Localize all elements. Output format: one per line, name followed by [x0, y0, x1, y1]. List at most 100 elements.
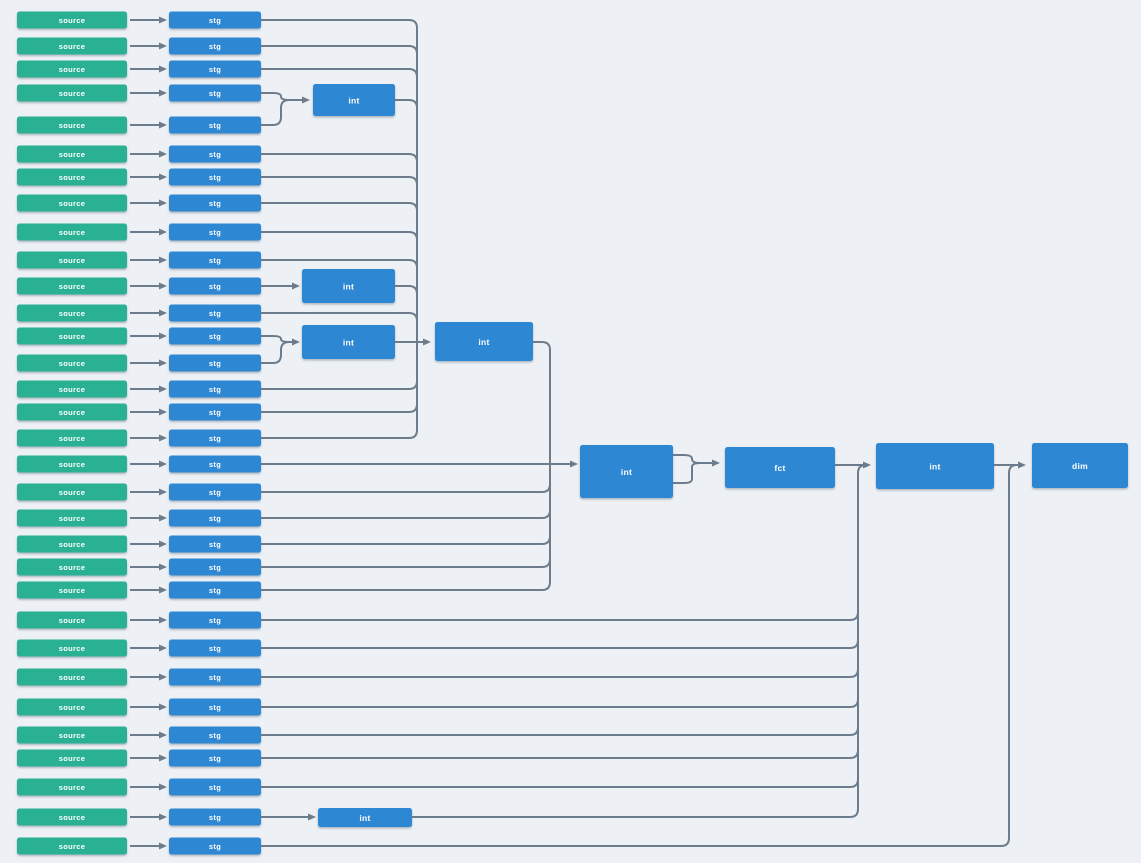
stg-node[interactable]: stg — [169, 304, 261, 322]
source-node[interactable]: source — [17, 778, 127, 796]
source-node[interactable]: source — [17, 535, 127, 553]
source-node[interactable]: source — [17, 11, 127, 29]
edge-stg-fork — [261, 92, 290, 101]
stg-node[interactable]: stg — [169, 611, 261, 629]
node-int1-label: int — [348, 96, 359, 106]
source-node[interactable]: source — [17, 403, 127, 421]
stg-node[interactable]: stg — [169, 698, 261, 716]
source-node[interactable]: source — [17, 380, 127, 398]
source-node[interactable]: source — [17, 60, 127, 78]
source-node[interactable]: source — [17, 483, 127, 501]
stg-node-label: stg — [209, 783, 221, 792]
stg-node[interactable]: stg — [169, 327, 261, 345]
source-node[interactable]: source — [17, 808, 127, 826]
stg-node[interactable]: stg — [169, 749, 261, 767]
stg-node[interactable]: stg — [169, 639, 261, 657]
edge-stg-bus — [261, 176, 418, 186]
stg-node[interactable]: stg — [169, 837, 261, 855]
stg-node[interactable]: stg — [169, 84, 261, 102]
stg-node[interactable]: stg — [169, 60, 261, 78]
source-node-label: source — [59, 434, 85, 443]
stg-node[interactable]: stg — [169, 380, 261, 398]
source-node[interactable]: source — [17, 749, 127, 767]
edge-stg-bus — [261, 509, 551, 519]
node-int4-label: int — [621, 467, 632, 477]
edge-bus-bus3 — [857, 464, 867, 809]
stg-node-label: stg — [209, 754, 221, 763]
source-node[interactable]: source — [17, 639, 127, 657]
stg-node[interactable]: stg — [169, 509, 261, 527]
stg-node[interactable]: stg — [169, 778, 261, 796]
stg-node[interactable]: stg — [169, 726, 261, 744]
source-node[interactable]: source — [17, 304, 127, 322]
stg-node[interactable]: stg — [169, 403, 261, 421]
source-node[interactable]: source — [17, 558, 127, 576]
edge-stg-bus — [261, 45, 418, 55]
node-int1[interactable]: int — [313, 84, 395, 116]
source-node[interactable]: source — [17, 581, 127, 599]
stg-node-label: stg — [209, 540, 221, 549]
source-node-label: source — [59, 616, 85, 625]
stg-node[interactable]: stg — [169, 223, 261, 241]
node-int3[interactable]: int — [302, 269, 395, 303]
stg-node[interactable]: stg — [169, 251, 261, 269]
stg-node[interactable]: stg — [169, 558, 261, 576]
node-int5[interactable]: int — [876, 443, 994, 489]
edge-int4-out-b — [673, 462, 701, 484]
node-dim[interactable]: dim — [1032, 443, 1128, 488]
source-node[interactable]: source — [17, 726, 127, 744]
stg-node[interactable]: stg — [169, 483, 261, 501]
source-node[interactable]: source — [17, 37, 127, 55]
source-node[interactable]: source — [17, 354, 127, 372]
stg-node[interactable]: stg — [169, 354, 261, 372]
source-node[interactable]: source — [17, 84, 127, 102]
stg-node-label: stg — [209, 42, 221, 51]
stg-node[interactable]: stg — [169, 37, 261, 55]
source-node-label: source — [59, 65, 85, 74]
stg-node[interactable]: stg — [169, 668, 261, 686]
stg-node[interactable]: stg — [169, 808, 261, 826]
source-node[interactable]: source — [17, 277, 127, 295]
source-node[interactable]: source — [17, 455, 127, 473]
stg-node[interactable]: stg — [169, 455, 261, 473]
stg-node[interactable]: stg — [169, 535, 261, 553]
node-int2[interactable]: int — [302, 325, 395, 359]
source-node[interactable]: source — [17, 698, 127, 716]
stg-node[interactable]: stg — [169, 145, 261, 163]
stg-node[interactable]: stg — [169, 11, 261, 29]
source-node[interactable]: source — [17, 668, 127, 686]
stg-node-label: stg — [209, 359, 221, 368]
source-node[interactable]: source — [17, 509, 127, 527]
node-int4[interactable]: int — [580, 445, 673, 498]
stg-node-label: stg — [209, 16, 221, 25]
source-node-label: source — [59, 514, 85, 523]
edge-stg-fork — [261, 99, 290, 126]
source-node[interactable]: source — [17, 168, 127, 186]
edge-stg-bus — [261, 611, 859, 621]
edge-stg-bus — [261, 19, 418, 29]
source-node[interactable]: source — [17, 223, 127, 241]
node-int7[interactable]: int — [318, 808, 412, 827]
stg-node-label: stg — [209, 121, 221, 130]
source-node[interactable]: source — [17, 194, 127, 212]
source-node[interactable]: source — [17, 145, 127, 163]
stg-node[interactable]: stg — [169, 277, 261, 295]
node-fct[interactable]: fct — [725, 447, 835, 488]
source-node-label: source — [59, 228, 85, 237]
source-node[interactable]: source — [17, 429, 127, 447]
source-node[interactable]: source — [17, 327, 127, 345]
stg-node[interactable]: stg — [169, 194, 261, 212]
source-node[interactable]: source — [17, 116, 127, 134]
stg-node[interactable]: stg — [169, 429, 261, 447]
stg-node[interactable]: stg — [169, 168, 261, 186]
source-node[interactable]: source — [17, 837, 127, 855]
node-int5-label: int — [929, 462, 940, 472]
stg-node-label: stg — [209, 703, 221, 712]
source-node-label: source — [59, 121, 85, 130]
stg-node[interactable]: stg — [169, 116, 261, 134]
source-node[interactable]: source — [17, 611, 127, 629]
node-int_main[interactable]: int — [435, 322, 533, 361]
stg-node[interactable]: stg — [169, 581, 261, 599]
source-node[interactable]: source — [17, 251, 127, 269]
